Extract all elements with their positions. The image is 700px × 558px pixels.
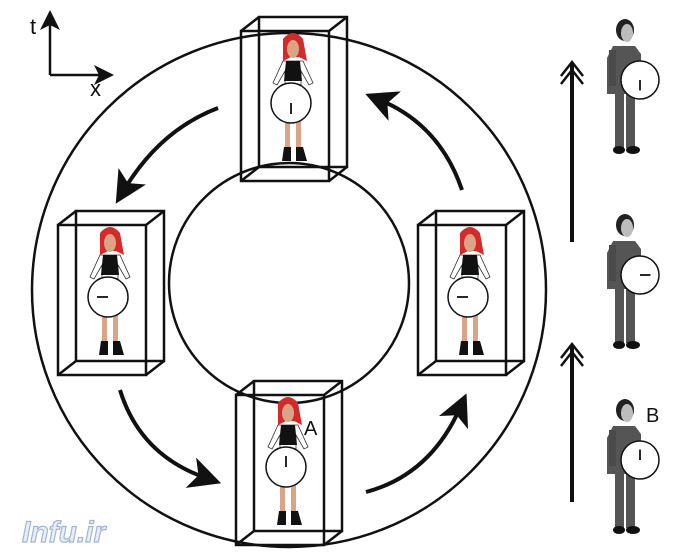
stay-home-man	[607, 214, 660, 349]
worldline-arrows	[560, 59, 584, 502]
t-axis-label: t	[30, 14, 36, 39]
arrow-bottom-right	[365, 393, 469, 494]
moving-box	[234, 379, 344, 547]
clock-icon	[620, 255, 660, 295]
clock-icon	[620, 60, 660, 100]
moving-box	[56, 209, 166, 377]
x-axis-label: x	[90, 76, 101, 101]
outer-ring	[30, 31, 548, 549]
arrow-top-left	[115, 106, 219, 204]
moving-box	[416, 209, 526, 377]
clock-icon	[87, 276, 129, 318]
stay-home-man	[607, 19, 660, 154]
watermark: Infu.ir	[22, 516, 108, 549]
clock-icon	[265, 446, 307, 488]
cycle-arrows	[115, 91, 469, 494]
label-b: B	[646, 405, 659, 427]
inner-ring	[167, 161, 411, 405]
clock-icon	[447, 276, 489, 318]
clock-icon	[620, 440, 660, 480]
stay-home-man	[607, 399, 660, 534]
axes-icon	[40, 10, 114, 85]
label-a: A	[304, 418, 318, 440]
clock-icon	[270, 82, 312, 124]
moving-box	[239, 15, 349, 183]
arrow-bottom-left	[118, 389, 222, 488]
arrow-top-right	[365, 91, 464, 191]
